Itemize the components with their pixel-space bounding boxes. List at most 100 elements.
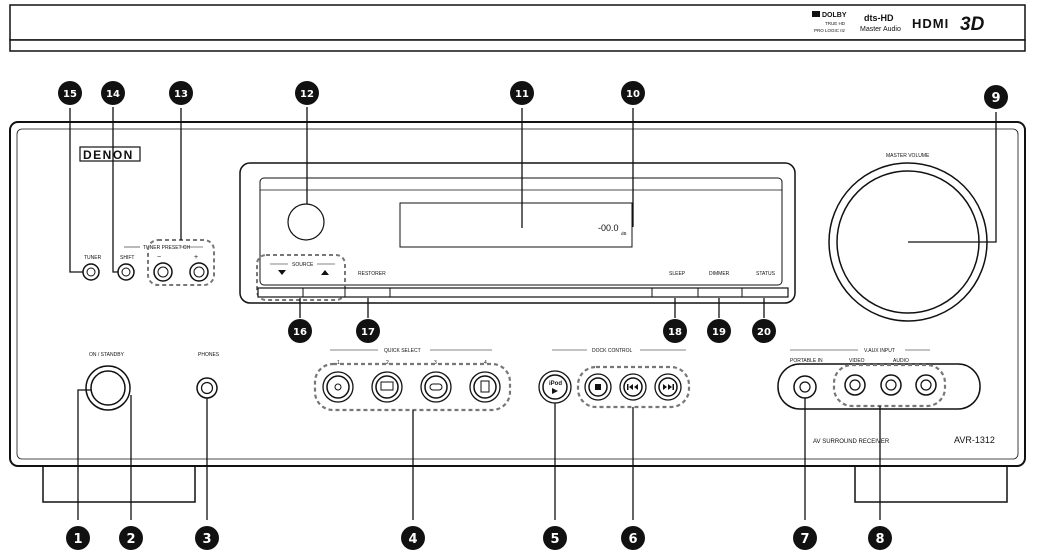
stop-icon: [595, 384, 601, 390]
svg-text:5: 5: [550, 532, 559, 547]
portable-in-label: PORTABLE IN: [790, 358, 823, 364]
restorer-label: RESTORER: [358, 271, 386, 277]
callout-9: 9: [984, 85, 1008, 109]
callout-3: 3: [195, 526, 219, 550]
tuner-button[interactable]: [82, 263, 100, 281]
svg-text:2: 2: [126, 532, 135, 547]
brand-text: DENON: [83, 148, 134, 162]
remote-sensor: [287, 203, 325, 241]
callout-14: 14: [101, 81, 125, 105]
svg-text:1: 1: [73, 532, 82, 547]
source-down-icon: [278, 270, 286, 275]
phones-jack[interactable]: [196, 377, 218, 399]
portable-in-jack[interactable]: [793, 375, 817, 399]
sleep-label: SLEEP: [669, 271, 686, 277]
callout-20: 20: [752, 319, 776, 343]
callout-4: 4: [401, 526, 425, 550]
status-label: STATUS: [756, 271, 776, 277]
tuner-preset-label: TUNER PRESET CH: [143, 245, 191, 251]
preset-plus-label: +: [194, 254, 198, 261]
qs1-label: 1: [337, 360, 340, 366]
svg-text:18: 18: [668, 327, 682, 338]
tuner-label: TUNER: [84, 255, 102, 261]
video-jack[interactable]: [844, 374, 866, 396]
svg-text:6: 6: [628, 532, 637, 547]
radio-icon: [480, 380, 490, 393]
svg-text:9: 9: [991, 91, 1000, 106]
callout-18: 18: [663, 319, 687, 343]
svg-text:17: 17: [361, 327, 375, 338]
svg-text:3: 3: [202, 532, 211, 547]
dts-logo: dts-HD: [864, 13, 894, 23]
dolby-text: DOLBY: [822, 12, 847, 19]
callout-1: 1: [66, 526, 90, 550]
phones-label: PHONES: [198, 352, 220, 358]
display-section: -00.0 dB SOURCE RESTORER SLEEP DIMMER ST…: [239, 162, 796, 304]
audio-label: AUDIO: [893, 358, 909, 364]
next-icon: [663, 384, 674, 390]
svg-text:4: 4: [408, 532, 417, 547]
callout-12: 12: [295, 81, 319, 105]
model-number: AVR-1312: [954, 435, 995, 445]
callout-11: 11: [510, 81, 534, 105]
top-panel: DOLBY TRUE HD PRO LOGIC IIz dts-HD Maste…: [9, 4, 1026, 52]
qs3-label: 3: [434, 360, 437, 366]
dolby-prologic-text: PRO LOGIC IIz: [814, 28, 846, 33]
master-volume-label: MASTER VOLUME: [886, 153, 930, 159]
power-section: ON / STANDBY PHONES: [85, 352, 220, 411]
dock-control-label: DOCK CONTROL: [592, 348, 633, 354]
quick-select-label: QUICK SELECT: [384, 348, 421, 354]
video-label: VIDEO: [849, 358, 865, 364]
tv-icon: [380, 381, 394, 391]
callout-6: 6: [621, 526, 645, 550]
preset-up-button[interactable]: [189, 262, 209, 282]
source-up-icon: [321, 270, 329, 275]
feet: [42, 465, 1008, 503]
3d-logo: 3D: [960, 14, 985, 35]
quick-select: QUICK SELECT 1 2 3 4: [313, 348, 512, 412]
svg-text:13: 13: [174, 89, 188, 100]
svg-text:15: 15: [63, 89, 77, 100]
callout-15: 15: [58, 81, 82, 105]
svg-text:10: 10: [626, 89, 640, 100]
callout-7: 7: [793, 526, 817, 550]
callout-13: 13: [169, 81, 193, 105]
ipod-label: iPod: [549, 381, 562, 387]
callout-2: 2: [119, 526, 143, 550]
denon-logo: DENON: [79, 146, 141, 162]
callout-19: 19: [707, 319, 731, 343]
hdmi-logo: HDMI: [912, 16, 949, 31]
audio-left-jack[interactable]: [880, 374, 902, 396]
qs2-label: 2: [386, 360, 389, 366]
callout-17: 17: [356, 319, 380, 343]
callout-8: 8: [868, 526, 892, 550]
play-icon: [552, 388, 558, 394]
display-window: [399, 202, 633, 248]
source-label: SOURCE: [292, 262, 314, 268]
callout-10: 10: [621, 81, 645, 105]
svg-text:8: 8: [875, 532, 884, 547]
tuner-controls: TUNER SHIFT TUNER PRESET CH − +: [82, 239, 215, 286]
preset-down-button[interactable]: [153, 262, 173, 282]
audio-right-jack[interactable]: [915, 374, 937, 396]
model-description: AV SURROUND RECEIVER: [813, 439, 890, 445]
on-standby-label: ON / STANDBY: [89, 352, 125, 358]
svg-text:7: 7: [800, 532, 809, 547]
svg-text:11: 11: [515, 89, 529, 100]
svg-text:14: 14: [106, 89, 120, 100]
dock-control: DOCK CONTROL iPod: [538, 348, 691, 409]
preset-minus-label: −: [157, 254, 161, 261]
previous-icon: [627, 384, 638, 390]
qs4-label: 4: [484, 360, 487, 366]
dts-subtext: Master Audio: [860, 26, 901, 33]
callout-5: 5: [543, 526, 567, 550]
callout-16: 16: [288, 319, 312, 343]
gamepad-icon: [429, 383, 443, 391]
dolby-truehd-text: TRUE HD: [825, 21, 846, 26]
callouts: 1 2 3 4 5 6 7 8 9 10 11 12 13 14 15 16 1…: [58, 81, 1008, 550]
vaux-input: V.AUX INPUT PORTABLE IN VIDEO AUDIO: [777, 348, 981, 410]
leader-lines: [69, 107, 997, 520]
shift-label: SHIFT: [120, 255, 134, 261]
shift-button[interactable]: [117, 263, 135, 281]
